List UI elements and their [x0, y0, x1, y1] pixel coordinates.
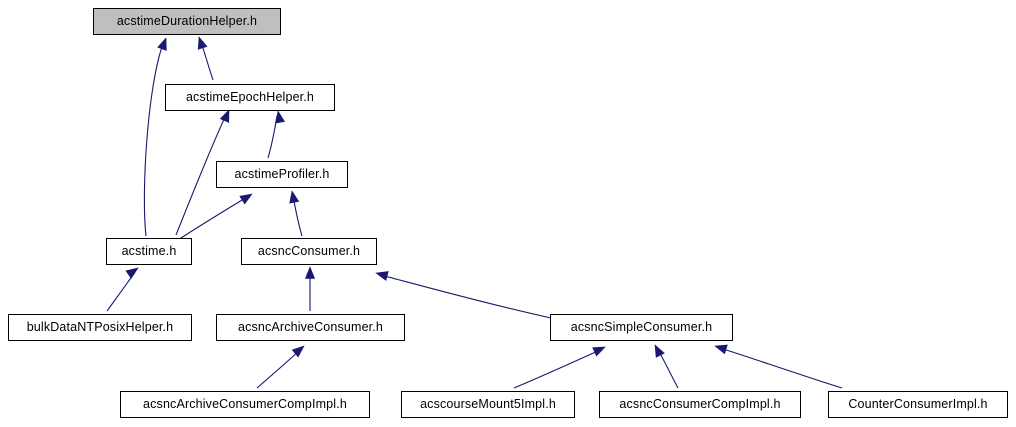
- node-CounterConsumerImpl[interactable]: CounterConsumerImpl.h: [828, 391, 1008, 418]
- node-label: acsncArchiveConsumer.h: [237, 320, 384, 335]
- node-acscourseMount5Impl[interactable]: acscourseMount5Impl.h: [401, 391, 575, 418]
- node-acsncArchiveConsumerCompImpl[interactable]: acsncArchiveConsumerCompImpl.h: [120, 391, 370, 418]
- node-label: acsncSimpleConsumer.h: [570, 320, 713, 335]
- node-acstimeProfiler[interactable]: acstimeProfiler.h: [216, 161, 348, 188]
- edge-acstime-to-acstimeEpochHelper: [175, 109, 230, 236]
- edge-bulkDataNTPosixHelper-to-acstime: [106, 267, 139, 312]
- node-bulkDataNTPosixHelper[interactable]: bulkDataNTPosixHelper.h: [8, 314, 192, 341]
- node-label: acscourseMount5Impl.h: [420, 397, 556, 412]
- node-label: bulkDataNTPosixHelper.h: [26, 320, 174, 335]
- node-label: acstimeProfiler.h: [234, 167, 330, 182]
- node-acstimeDurationHelper[interactable]: acstimeDurationHelper.h: [93, 8, 281, 35]
- node-acsncArchiveConsumer[interactable]: acsncArchiveConsumer.h: [216, 314, 405, 341]
- node-label: acsncConsumer.h: [257, 244, 361, 259]
- edge-acsncConsumerCompImpl-to-acsncSimpleConsumer: [654, 344, 679, 389]
- edge-acscourseMount5Impl-to-acsncSimpleConsumer: [513, 346, 606, 389]
- node-label: acstimeEpochHelper.h: [185, 90, 315, 105]
- node-acsncConsumer[interactable]: acsncConsumer.h: [241, 238, 377, 265]
- edge-acstime-to-acstimeDurationHelper: [143, 37, 167, 237]
- node-label: acsncConsumerCompImpl.h: [619, 397, 781, 412]
- edge-acstime-to-acstimeProfiler: [177, 193, 253, 241]
- edge-acsncConsumer-to-acstimeProfiler: [289, 190, 303, 237]
- node-label: acstime.h: [121, 244, 177, 259]
- edge-acsncArchiveConsumer-to-acsncConsumer: [304, 266, 316, 311]
- node-acstime[interactable]: acstime.h: [106, 238, 192, 265]
- edge-acstimeProfiler-to-acstimeEpochHelper: [267, 110, 286, 159]
- node-acsncConsumerCompImpl[interactable]: acsncConsumerCompImpl.h: [599, 391, 801, 418]
- node-label: CounterConsumerImpl.h: [848, 397, 988, 412]
- node-label: acsncArchiveConsumerCompImpl.h: [143, 397, 347, 412]
- edge-acsncSimpleConsumer-to-acsncConsumer: [375, 271, 552, 319]
- node-label: acstimeDurationHelper.h: [116, 14, 258, 29]
- edge-acsncArchiveConsumerCompImpl-to-acsncArchiveConsumer: [256, 345, 305, 389]
- node-acsncSimpleConsumer[interactable]: acsncSimpleConsumer.h: [550, 314, 733, 341]
- edge-CounterConsumerImpl-to-acsncSimpleConsumer: [714, 344, 843, 389]
- edge-acstimeEpochHelper-to-acstimeDurationHelper: [197, 36, 214, 81]
- node-acstimeEpochHelper[interactable]: acstimeEpochHelper.h: [165, 84, 335, 111]
